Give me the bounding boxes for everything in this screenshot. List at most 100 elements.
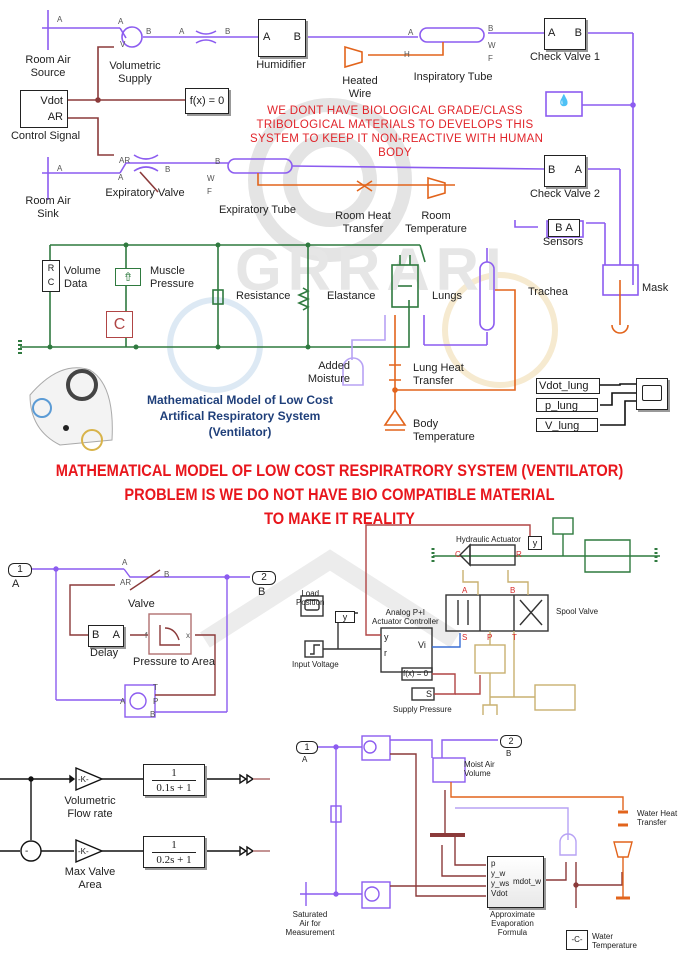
muscle-pressure-source-icon[interactable]: ⇮ (115, 268, 141, 286)
goto-tag-v-lung[interactable]: V_lung (536, 418, 598, 432)
evaporation-formula-label: Approximate Evaporation Formula (490, 910, 535, 937)
tf2-denominator: 0.2s + 1 (156, 854, 192, 866)
added-moisture-label: Added Moisture (307, 360, 350, 385)
water-temperature-label: Water Temperature (592, 932, 637, 950)
warning-note: WE DONT HAVE BIOLOGICAL GRADE/CLASS TRIB… (250, 105, 544, 159)
outport-2[interactable]: 2 (252, 571, 276, 585)
goto-tag-vdot-lung[interactable]: Vdot_lung (536, 378, 600, 394)
fx-zero-block[interactable]: f(x) = 0 (185, 88, 229, 114)
goto-tag-p-lung[interactable]: p_lung (536, 398, 598, 412)
controller-port-y: y (384, 632, 389, 642)
expiratory-tube-label: Expiratory Tube (218, 204, 297, 216)
check-valve-1-block[interactable]: A B (544, 18, 586, 50)
pressure-to-area-label: Pressure to Area (133, 656, 215, 668)
transfer-fn-1[interactable]: 1 0.1s + 1 (143, 764, 205, 796)
controller-port-vi: Vi (418, 640, 426, 650)
delay-label: Delay (90, 647, 119, 659)
inport-label-a: A (12, 578, 20, 590)
moist-inport-1[interactable]: 1 (296, 741, 318, 754)
heated-wire-label: Heated Wire (342, 75, 378, 100)
port-h: H (404, 50, 410, 59)
supply-pressure-s[interactable]: S (426, 689, 433, 699)
spool-port-s: S (462, 633, 468, 642)
muscle-pressure-label: Muscle Pressure (150, 265, 195, 290)
sensors-block[interactable]: B A (548, 219, 580, 237)
port-v: V (120, 40, 126, 49)
from-y-tag[interactable]: y (335, 611, 355, 623)
scope-block[interactable] (636, 378, 668, 410)
port-a: A (179, 27, 185, 36)
resistance-label: Resistance (236, 290, 291, 302)
check-valve-2-label: Check Valve 2 (529, 188, 601, 200)
sum-sign: - (25, 846, 29, 857)
mask-label: Mask (642, 282, 669, 294)
spool-port-a: A (462, 586, 468, 595)
inport-1[interactable]: 1 (8, 563, 32, 577)
controller-label: Analog P+I Actuator Controller (372, 608, 439, 626)
volumetric-flow-rate-label: Volumetric Flow rate (64, 795, 116, 820)
port-ar: AR (119, 156, 131, 165)
constant-c-block[interactable]: C (106, 311, 133, 338)
port-a: A (57, 15, 63, 24)
inspiratory-tube-label: Inspiratory Tube (413, 71, 493, 83)
moist-inport-label-a: A (302, 755, 308, 764)
evaporation-formula-block[interactable]: p y_w y_ws Vdot mdot_w (487, 856, 544, 908)
gain-block-2[interactable]: -K- (78, 847, 89, 856)
humidifier-block[interactable]: A B (258, 19, 306, 57)
headline-line-2: PROBLEM IS WE DO NOT HAVE BIO COMPATIBLE… (124, 485, 555, 504)
delay-block[interactable]: B A (88, 625, 124, 647)
room-temperature-label: Room Temperature (405, 210, 467, 235)
spool-valve-label: Spool Valve (556, 607, 599, 616)
water-temperature-constant[interactable]: -C- (566, 930, 588, 950)
port-b: B (215, 157, 221, 166)
tf1-numerator: 1 (152, 766, 196, 781)
port-a: A (57, 164, 63, 173)
evap-input-y-ws: y_ws (491, 879, 510, 888)
moist-outport-2[interactable]: 2 (500, 735, 522, 748)
port-b: B (574, 27, 582, 39)
water-heat-transfer-label: Water Heat Transfer (637, 809, 678, 827)
controller-port-r: r (384, 648, 387, 658)
tf1-denominator: 0.1s + 1 (156, 782, 192, 794)
port-b: B (548, 164, 556, 176)
hydraulic-fx-zero[interactable]: f(x) = 0 (403, 669, 429, 678)
moisture-source-icon[interactable]: 💧 (557, 95, 571, 107)
room-air-sink-label: Room Air Sink (25, 195, 71, 220)
port-b: B (165, 165, 171, 174)
port-p: P (153, 697, 159, 706)
port-a: A (118, 173, 124, 182)
volumetric-supply-label: Volumetric Supply (109, 60, 161, 85)
expiratory-valve-label: Expiratory Valve (105, 187, 185, 199)
load-position-label: Load Position (296, 589, 325, 607)
evap-output-mdot-w: mdot_w (512, 877, 541, 886)
port-a: A (112, 629, 120, 641)
port-b: B (164, 570, 170, 579)
port-a: A (548, 27, 556, 39)
port-b: B (488, 24, 494, 33)
gain-block-1[interactable]: -K- (78, 775, 89, 784)
spool-port-p: P (487, 633, 493, 642)
lung-heat-transfer-label: Lung Heat Transfer (413, 362, 464, 387)
control-signal-label: Control Signal (10, 130, 81, 142)
transfer-fn-2[interactable]: 1 0.2s + 1 (143, 836, 205, 868)
port-w: W (207, 174, 215, 183)
port-f: F (207, 187, 212, 196)
port-f: F (488, 54, 493, 63)
actuator-port-c: C (455, 550, 461, 559)
port-a: A (408, 28, 414, 37)
port-t: T (153, 683, 158, 692)
control-signal-block[interactable]: Vdot AR (20, 90, 68, 128)
port-b: B (92, 629, 100, 641)
check-valve-2-block[interactable]: B A (544, 155, 586, 187)
moist-outport-label-b: B (506, 749, 512, 758)
model-subtitle: Mathematical Model of Low Cost Artifical… (146, 393, 333, 439)
saturated-air-label: Saturated Air for Measurement (285, 910, 335, 937)
room-heat-transfer-label: Room Heat Transfer (335, 210, 391, 235)
humidifier-label: Humidifier (256, 59, 306, 71)
port-w: W (488, 41, 496, 50)
supply-pressure-label: Supply Pressure (393, 705, 452, 714)
y-tag[interactable]: y (528, 536, 542, 550)
